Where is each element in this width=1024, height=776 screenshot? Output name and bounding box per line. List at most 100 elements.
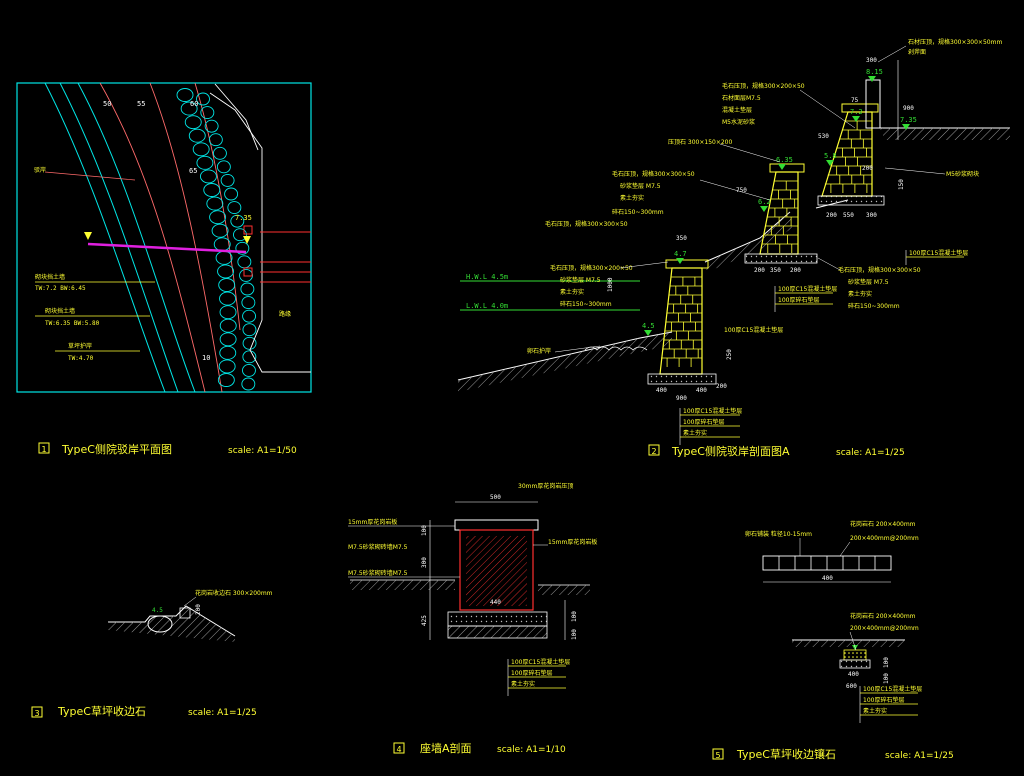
note-rmid-1: 毛石压顶，规格300×300×50 bbox=[838, 266, 921, 274]
retaining-wall-lower bbox=[659, 259, 709, 375]
note-lower-5: 碎石150~300mm bbox=[560, 300, 612, 308]
boulder bbox=[224, 187, 239, 201]
dim-250: 250 bbox=[726, 349, 733, 360]
elevation-value: 7.35 bbox=[900, 116, 917, 124]
panel-1-plan: 50 55 60 65 10 7.35 驳岸 砌块挡土墙 TW:7.2 BW:6… bbox=[16, 82, 312, 393]
section-cut-line bbox=[87, 242, 247, 254]
panel-5-leader-2 bbox=[839, 541, 851, 557]
dim-200-e: 200 bbox=[862, 165, 873, 172]
boulder bbox=[235, 241, 250, 255]
boulder-chain bbox=[176, 88, 257, 391]
panel-3-number: 3 bbox=[34, 709, 39, 718]
dim-200-c: 200 bbox=[790, 267, 801, 274]
ground-right-hatch bbox=[538, 585, 590, 595]
boulder bbox=[184, 115, 202, 130]
dim-300-b: 300 bbox=[866, 212, 877, 219]
contour-a bbox=[99, 82, 206, 393]
boulder bbox=[213, 237, 231, 252]
footing-gravel bbox=[447, 611, 548, 627]
elevation-marker-icon bbox=[760, 206, 768, 212]
panel-4-title: 座墙A剖面 bbox=[420, 741, 472, 755]
panel-5-number: 5 bbox=[715, 751, 720, 760]
panel-5-top-note-1: 卵石铺装 粒径10-15mm bbox=[745, 530, 812, 538]
panel-4-note-left-1: 15mm厚花岗岩板 bbox=[348, 518, 397, 526]
panel-4-note-top-1: 30mm厚花岗岩压顶 bbox=[518, 482, 573, 490]
layer-callouts-upper: 100厚C15混凝土垫层 bbox=[905, 249, 968, 265]
elevation-value: 6.2 bbox=[758, 198, 771, 206]
leader-top-right bbox=[877, 45, 907, 63]
panel-1-title: TypeC侧院驳岸平面图 bbox=[61, 442, 172, 456]
boulder bbox=[242, 363, 256, 377]
boulder bbox=[217, 373, 235, 387]
dim-900: 900 bbox=[903, 105, 914, 112]
panel-5-dim-100-a: 100 bbox=[883, 657, 890, 668]
boulder bbox=[200, 169, 217, 184]
dim-200-d: 200 bbox=[716, 383, 727, 390]
boulder bbox=[196, 92, 210, 106]
panel-5-title: TypeC草坪收边镶石 bbox=[736, 747, 836, 761]
panel-2-section: H.W.L 4.5m L.W.L 4.0m 8.157.27.356.356.2… bbox=[457, 38, 1010, 445]
boulder bbox=[196, 155, 214, 170]
grass-hatch bbox=[792, 640, 905, 647]
boulder bbox=[237, 255, 252, 269]
contour-b bbox=[149, 82, 223, 393]
red-marker-2 bbox=[243, 267, 253, 277]
note-rmid-4: 碎石150~300mm bbox=[848, 302, 900, 310]
elevation-value: 6.35 bbox=[776, 156, 793, 164]
wall-coping bbox=[665, 259, 709, 269]
layer-label: 100厚C15混凝土垫层 bbox=[909, 249, 968, 257]
boulder bbox=[219, 332, 237, 347]
boulder bbox=[176, 88, 194, 102]
boulder bbox=[203, 183, 221, 197]
layer-label: 100厚C15混凝土垫层 bbox=[511, 658, 570, 666]
boulder bbox=[227, 201, 242, 215]
bank-line-outer bbox=[44, 82, 166, 393]
boulder bbox=[192, 142, 210, 157]
panel-4-number-box bbox=[393, 742, 405, 754]
note-lower-1: 毛石压顶，规格300×300×50 bbox=[545, 220, 628, 228]
panel-4-number: 4 bbox=[396, 745, 401, 754]
edging-stone bbox=[843, 649, 867, 661]
panel-3-leader bbox=[183, 596, 197, 607]
elevation-mark: 7.35 bbox=[235, 214, 252, 222]
wall-body bbox=[459, 529, 534, 611]
wall-coping bbox=[769, 163, 805, 173]
elevation-marker-icon bbox=[868, 76, 876, 82]
note-rmid-3: 素土夯实 bbox=[848, 290, 872, 298]
dim-200-a: 200 bbox=[826, 212, 837, 219]
panel-4-section: 500 440 100 300 425 100 100 15mm厚花岗岩板 M7… bbox=[348, 482, 597, 696]
note-right: M5砂浆砌块 bbox=[946, 170, 979, 178]
panel-3-section: 花岗岩收边石 300×200mm 200 4.5 bbox=[108, 589, 273, 642]
dim-150: 150 bbox=[898, 179, 905, 190]
note-rmid-2: 砂浆垫层 M7.5 bbox=[848, 278, 889, 286]
elevation-value: 7.2 bbox=[850, 108, 863, 116]
toe-rubble bbox=[584, 346, 648, 351]
wall-hatch bbox=[466, 536, 527, 606]
elevation-value: 5.8 bbox=[824, 152, 837, 160]
wall-coping bbox=[841, 103, 879, 113]
layer-label: 100厚碎石垫层 bbox=[683, 418, 724, 426]
elevation-markers: 8.157.27.356.356.25.84.74.5 bbox=[642, 68, 917, 336]
elevation-marker-icon bbox=[644, 330, 652, 336]
panel-3-title-block: 3 TypeC草坪收边石 scale: A1=1/25 bbox=[31, 704, 257, 718]
panel-2-number-box bbox=[648, 444, 660, 456]
leader-mid bbox=[799, 89, 856, 129]
layer-label: 素土夯实 bbox=[683, 429, 707, 437]
panel-5-bot-note-2: 200×400mm@200mm bbox=[850, 625, 919, 632]
dim-900-b: 900 bbox=[676, 395, 687, 402]
leader-left bbox=[699, 179, 771, 201]
panel-5-top-note-3: 200×400mm@200mm bbox=[850, 535, 919, 542]
panel-5-bot-note-1: 花岗岩石 200×400mm bbox=[850, 612, 916, 620]
path-edge-2 bbox=[214, 83, 259, 151]
callout-c-title: 砌块挡土墙 bbox=[45, 307, 75, 315]
paver-joints bbox=[778, 556, 876, 570]
low-water-label: L.W.L 4.0m bbox=[466, 302, 508, 310]
leader-toe bbox=[554, 345, 601, 353]
bank-line-inner bbox=[77, 82, 196, 393]
callout-d-value: TW:4.70 bbox=[68, 355, 94, 362]
callout-b-value: TW:7.2 BW:6.45 bbox=[35, 285, 86, 292]
layer-label: 素土夯实 bbox=[511, 680, 535, 688]
note-mid-1: 毛石压顶，规格300×200×50 bbox=[722, 82, 805, 90]
contour-label-60: 60 bbox=[190, 100, 198, 108]
